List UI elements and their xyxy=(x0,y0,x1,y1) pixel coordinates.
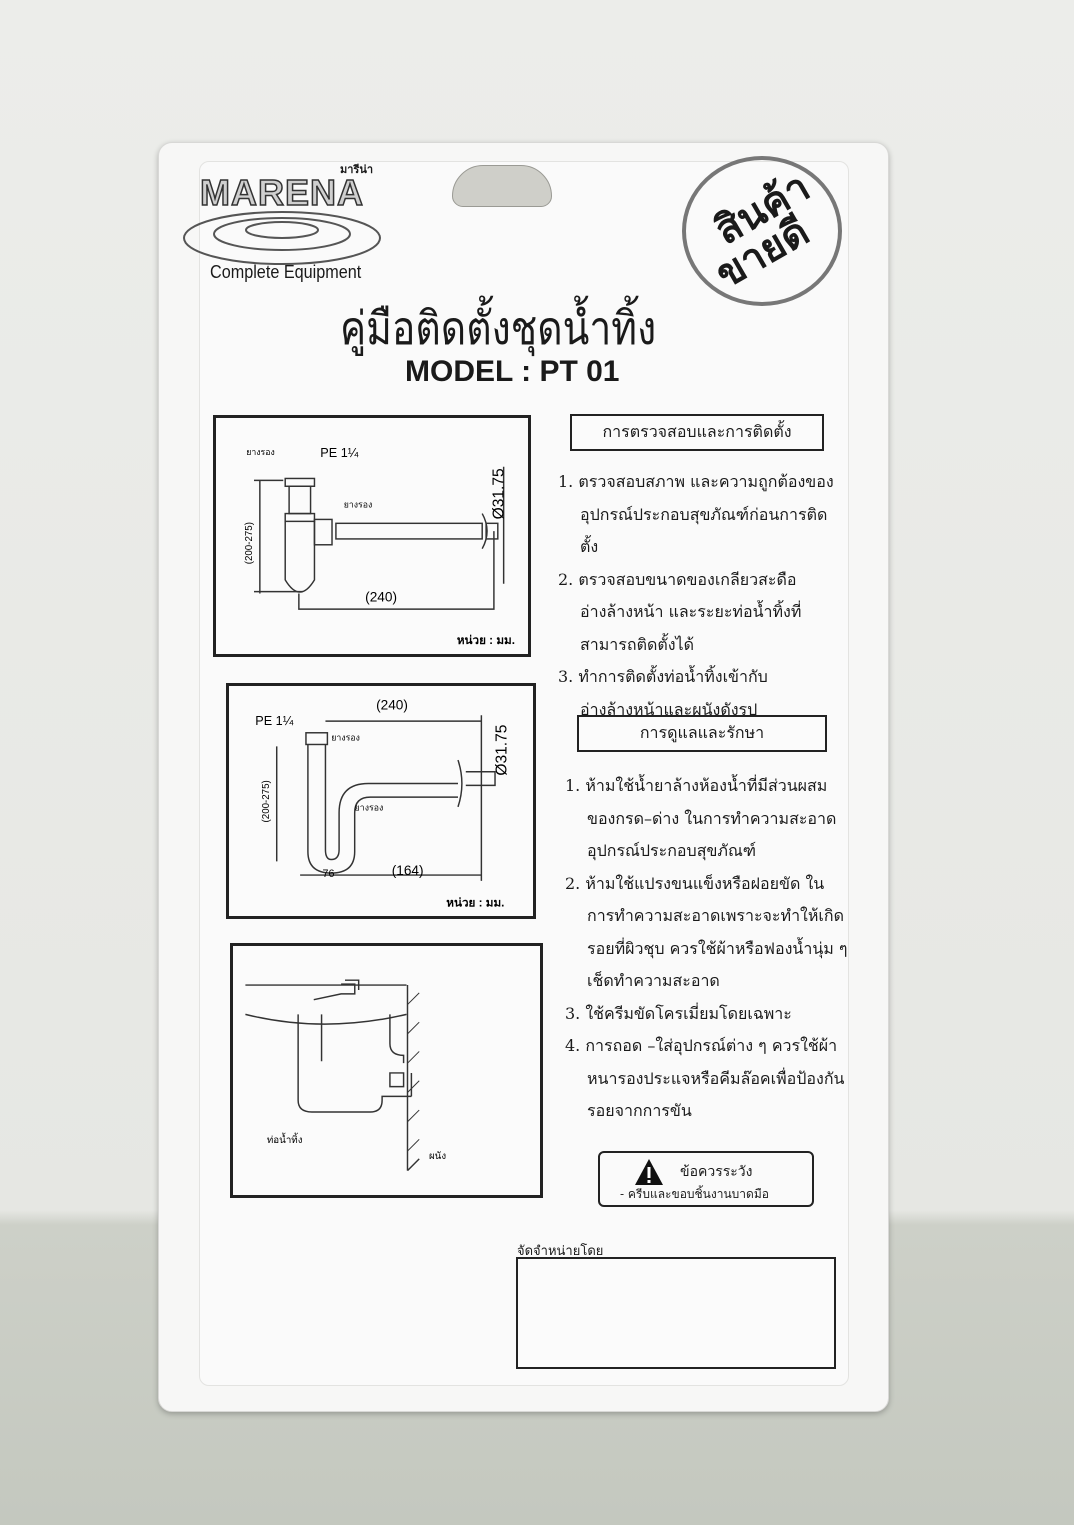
distributor-box xyxy=(516,1257,836,1369)
list-item: 3. ใช้ครีมขัดโครเมี่ยมโดยเฉพาะ xyxy=(565,1003,792,1023)
svg-text:ยางรอง: ยางรอง xyxy=(246,447,275,457)
svg-text:PE 1¼: PE 1¼ xyxy=(255,714,293,728)
warning-text: - ครีบและขอบชิ้นงานบาดมือ xyxy=(620,1187,769,1201)
page-title: คู่มือติดตั้งชุดน้ำทิ้ง xyxy=(340,301,657,355)
list-item: 2. ตรวจสอบขนาดของเกลียวสะดืออ่างล้างหน้า… xyxy=(558,569,802,654)
list-item: 1. ตรวจสอบสภาพ และความถูกต้องของอุปกรณ์ป… xyxy=(558,472,834,556)
model-number: MODEL : PT 01 xyxy=(405,355,620,388)
svg-text:ท่อน้ำทิ้ง: ท่อน้ำทิ้ง xyxy=(267,1132,303,1146)
svg-text:หน่วย : มม.: หน่วย : มม. xyxy=(457,634,515,647)
bestseller-badge: สินค้าขายดี xyxy=(682,156,842,306)
inspection-heading: การตรวจสอบและการติดตั้ง xyxy=(570,414,824,451)
svg-text:(200-275): (200-275) xyxy=(261,780,272,822)
svg-text:(200-275): (200-275) xyxy=(244,522,255,564)
svg-text:PE 1¼: PE 1¼ xyxy=(320,446,358,460)
svg-text:Ø31.75: Ø31.75 xyxy=(494,724,511,775)
svg-text:หน่วย : มม.: หน่วย : มม. xyxy=(446,896,504,909)
svg-text:76: 76 xyxy=(323,868,335,880)
inspection-list: 1. ตรวจสอบสภาพ และความถูกต้องของอุปกรณ์ป… xyxy=(558,466,843,726)
bottle-trap-diagram: ยางรอง PE 1¼ ยางรอง (200-275) (240) Ø31.… xyxy=(213,415,531,657)
distributor-label: จัดจำหน่ายโดย xyxy=(517,1244,604,1259)
warning-title: ข้อควรระวัง xyxy=(680,1164,753,1180)
list-item: 2. ห้ามใช้แปรงขนแข็งหรือฝอยขัด ในการทำคว… xyxy=(565,873,848,991)
warning-icon xyxy=(635,1159,663,1185)
svg-text:Ø31.75: Ø31.75 xyxy=(491,468,508,519)
svg-text:ยางรอง: ยางรอง xyxy=(344,500,373,510)
brand-name-thai: มารีน่า xyxy=(340,163,374,176)
hang-hole xyxy=(452,165,552,207)
svg-text:(164): (164) xyxy=(392,863,424,878)
svg-text:(240): (240) xyxy=(376,697,408,712)
installation-diagram: ท่อน้ำทิ้ง ผนัง xyxy=(230,943,543,1198)
svg-text:(240): (240) xyxy=(365,589,397,604)
svg-text:ยางรอง: ยางรอง xyxy=(355,803,384,813)
list-item: 4. การถอด –ใส่อุปกรณ์ต่าง ๆ ควรใช้ผ้าหนา… xyxy=(565,1036,845,1120)
care-heading: การดูแลและรักษา xyxy=(577,715,827,752)
warning-box: ข้อควรระวัง - ครีบและขอบชิ้นงานบาดมือ xyxy=(598,1151,814,1207)
list-item: 1. ห้ามใช้น้ำยาล้างห้องน้ำที่มีส่วนผสมขอ… xyxy=(565,776,837,860)
svg-text:ผนัง: ผนัง xyxy=(429,1151,446,1162)
ripple-logo-icon xyxy=(183,211,381,265)
brand-tagline: Complete Equipment xyxy=(210,262,362,282)
brand-name: MARENA xyxy=(199,171,364,214)
care-list: 1. ห้ามใช้น้ำยาล้างห้องน้ำที่มีส่วนผสมขอ… xyxy=(565,770,850,1128)
p-trap-diagram: PE 1¼ ยางรอง (240) (200-275) ยางรอง 76 (… xyxy=(226,683,536,919)
list-item: 3. ทำการติดตั้งท่อน้ำทิ้งเข้ากับอ่างล้าง… xyxy=(558,667,768,719)
svg-text:ยางรอง: ยางรอง xyxy=(331,733,360,743)
